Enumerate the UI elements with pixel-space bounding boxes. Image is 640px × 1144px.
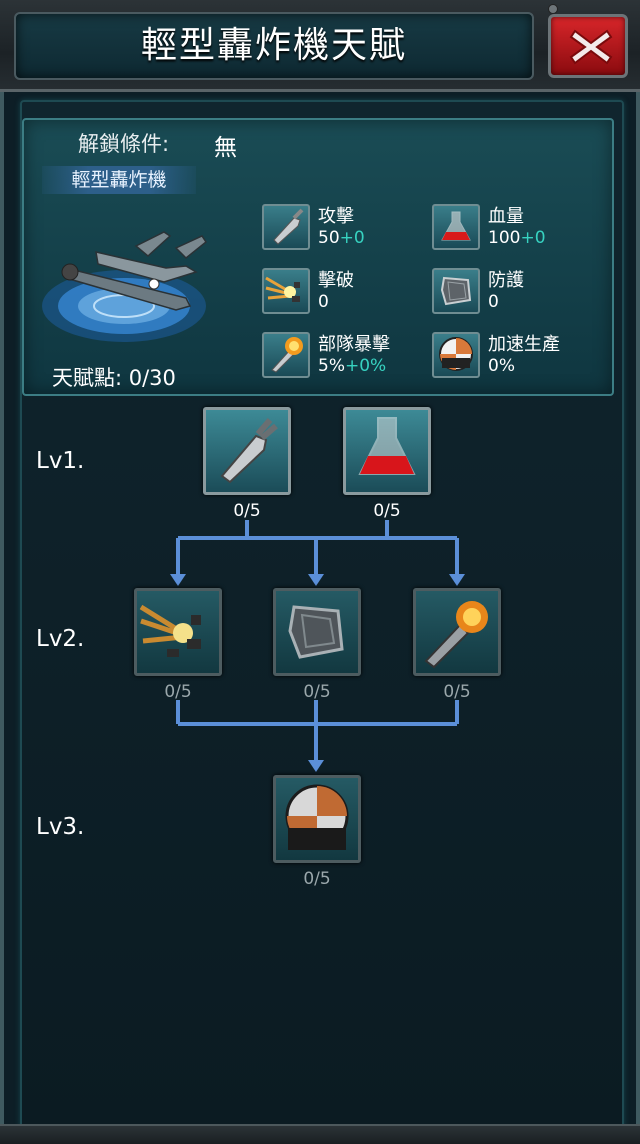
talent-count: 0/5 bbox=[233, 501, 261, 521]
talent-breakthrough[interactable] bbox=[134, 588, 222, 676]
stat-production: 加速生產 0% bbox=[432, 332, 602, 382]
talent-count: 0/5 bbox=[303, 869, 331, 889]
unlock-condition-label: 解鎖條件: bbox=[78, 132, 170, 156]
close-button[interactable] bbox=[548, 14, 628, 78]
unlock-condition-value: 無 bbox=[214, 135, 237, 161]
armor-plate-icon bbox=[288, 605, 344, 659]
talent-defense[interactable] bbox=[273, 588, 361, 676]
talent-count: 0/5 bbox=[373, 501, 401, 521]
fire-rocket-icon bbox=[424, 601, 488, 669]
bottom-bar bbox=[0, 1124, 640, 1144]
talent-points: 天賦點: 0/30 bbox=[52, 366, 176, 390]
stat-breakthrough: 擊破 0 bbox=[262, 268, 432, 318]
unit-info-panel bbox=[22, 118, 614, 396]
red-flask-icon bbox=[432, 204, 480, 250]
stat-attack: 攻擊 50+0 bbox=[262, 204, 432, 254]
level-label-2: Lv2. bbox=[36, 626, 85, 652]
production-clock-icon bbox=[285, 784, 349, 850]
talent-count: 0/5 bbox=[164, 682, 192, 702]
level-label-1: Lv1. bbox=[36, 448, 85, 474]
explosion-icon bbox=[139, 604, 201, 657]
page-title: 輕型轟炸機天賦 bbox=[140, 25, 407, 66]
talent-attack[interactable] bbox=[203, 407, 291, 495]
production-clock-icon bbox=[432, 332, 480, 378]
bolt-icon bbox=[548, 4, 558, 14]
mortar-shell-icon bbox=[220, 418, 278, 484]
explosion-icon bbox=[262, 268, 310, 314]
stat-hp: 血量 100+0 bbox=[432, 204, 602, 254]
mortar-shell-icon bbox=[262, 204, 310, 250]
unit-name-tag: 輕型轟炸機 bbox=[42, 166, 196, 194]
header-bar: 輕型轟炸機天賦 bbox=[0, 0, 640, 92]
talent-count: 0/5 bbox=[443, 682, 471, 702]
talent-count: 0/5 bbox=[303, 682, 331, 702]
title-plate bbox=[14, 12, 534, 80]
talent-crit[interactable] bbox=[413, 588, 501, 676]
level-label-3: Lv3. bbox=[36, 814, 85, 840]
stat-crit: 部隊暴擊 5%+0% bbox=[262, 332, 432, 382]
stat-defense: 防護 0 bbox=[432, 268, 602, 318]
red-flask-icon bbox=[358, 417, 416, 475]
talent-hp[interactable] bbox=[343, 407, 431, 495]
armor-plate-icon bbox=[432, 268, 480, 314]
fire-rocket-icon bbox=[262, 332, 310, 378]
plane-image bbox=[36, 206, 236, 356]
talent-production[interactable] bbox=[273, 775, 361, 863]
close-x-icon bbox=[569, 29, 613, 65]
